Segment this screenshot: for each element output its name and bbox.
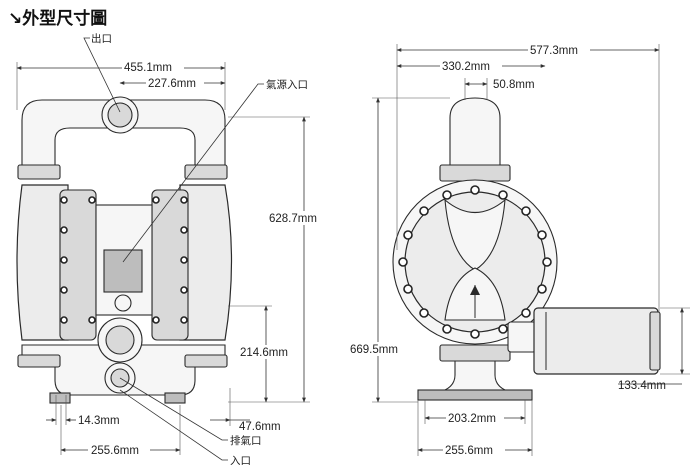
dim-inlet-height: 214.6mm <box>240 347 288 359</box>
dim-height-front: 628.7mm <box>269 213 317 225</box>
dim-side-offset: 330.2mm <box>442 61 490 73</box>
dim-outlet-offset: 227.6mm <box>148 78 196 90</box>
dim-overall-width-front: 455.1mm <box>124 62 172 74</box>
front-view-pump <box>16 96 233 404</box>
front-callouts: 出口 氣源入口 排氣口 入口 <box>83 32 308 467</box>
side-dimensions: 577.3mm 330.2mm 50.8mm 669.5mm 133.4mm 2… <box>349 43 690 457</box>
dim-overall-depth: 577.3mm <box>530 45 578 57</box>
dim-base-width-side: 255.6mm <box>445 445 493 457</box>
label-outlet: 出口 <box>91 32 112 45</box>
dim-muffler-height: 133.4mm <box>618 380 666 392</box>
side-view-pump <box>392 97 661 401</box>
page-title: ↘外型尺寸圖 <box>8 8 107 29</box>
label-inlet: 入口 <box>230 455 251 467</box>
dim-base-width-front: 255.6mm <box>91 445 139 457</box>
label-exhaust: 排氣口 <box>230 434 262 447</box>
front-dimensions: 455.1mm 227.6mm 628.7mm 214.6mm 14.3mm 4… <box>16 60 329 457</box>
label-air-inlet: 氣源入口 <box>266 78 308 91</box>
dim-base-inner: 203.2mm <box>448 413 496 425</box>
dim-outlet-flange: 50.8mm <box>493 79 535 91</box>
dim-foot-offset: 47.6mm <box>239 421 281 433</box>
dim-overall-height: 669.5mm <box>350 344 398 356</box>
dim-foot-slot: 14.3mm <box>78 415 120 427</box>
